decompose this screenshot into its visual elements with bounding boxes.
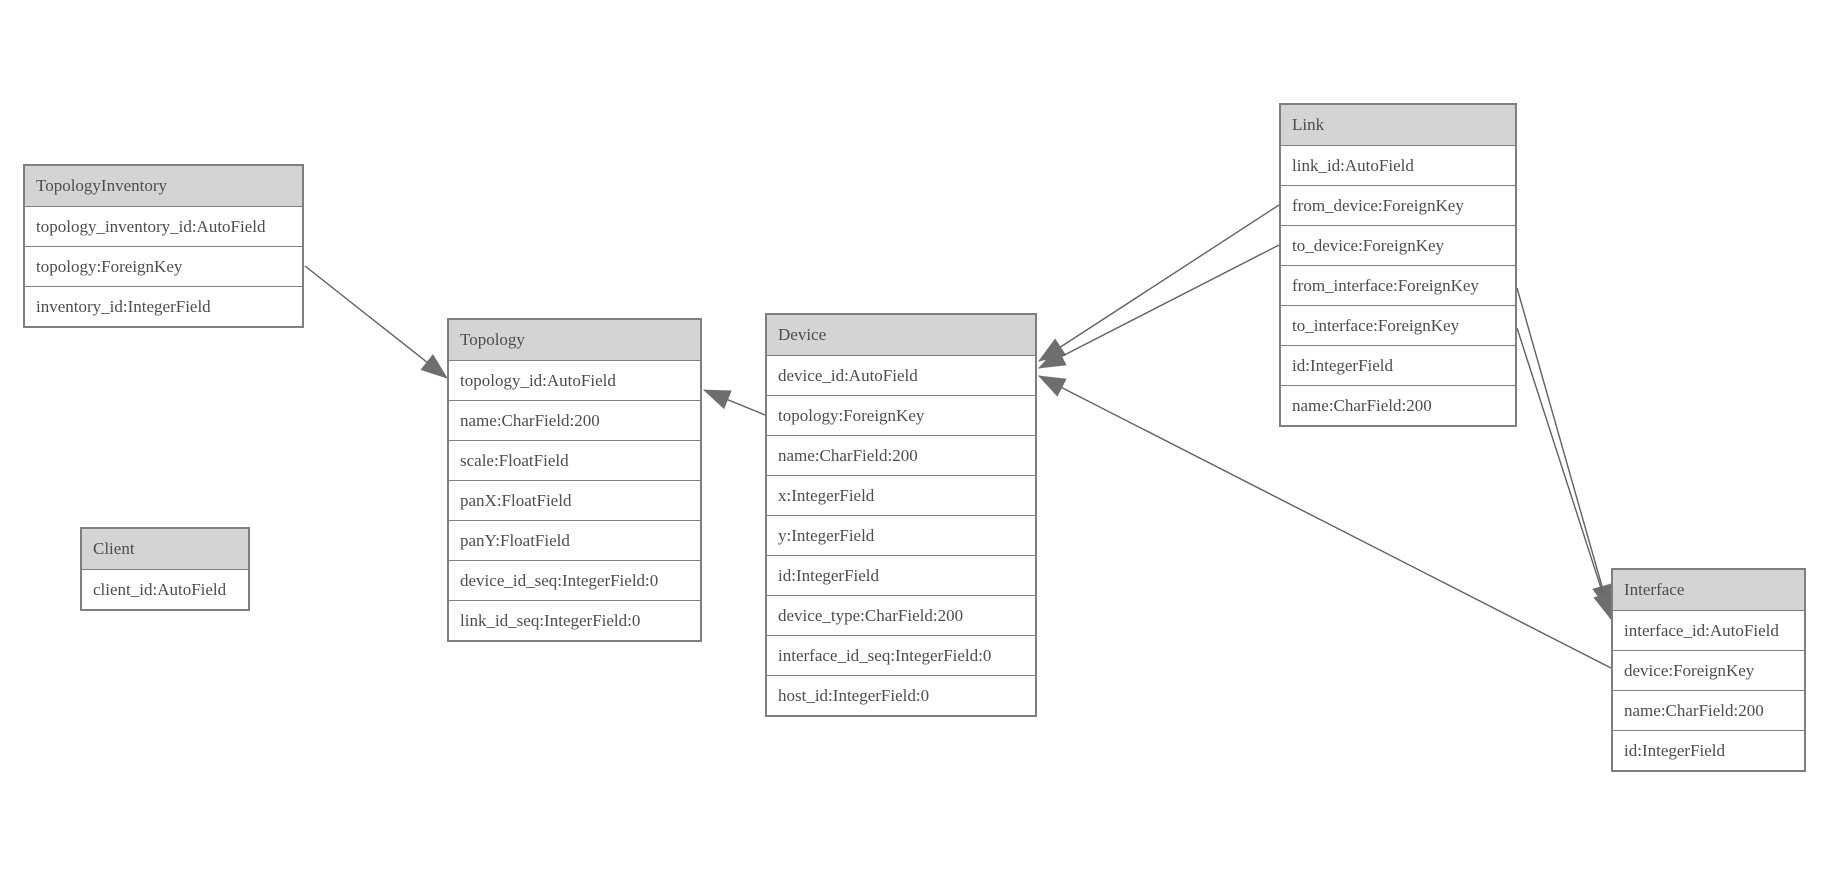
field-row: device_id:AutoField: [767, 355, 1035, 395]
field-row: device_type:CharField:200: [767, 595, 1035, 635]
field-row: name:CharField:200: [767, 435, 1035, 475]
field-row: inventory_id:IntegerField: [25, 286, 302, 326]
field-row: link_id:AutoField: [1281, 145, 1515, 185]
edge-device-topology: [702, 389, 766, 416]
entity-title-topology: Topology: [449, 320, 700, 360]
field-row: device_id_seq:IntegerField:0: [449, 560, 700, 600]
field-row: client_id:AutoField: [82, 569, 248, 609]
field-row: panY:FloatField: [449, 520, 700, 560]
field-row: to_interface:ForeignKey: [1281, 305, 1515, 345]
edge-link-tointerface-interface: [1516, 327, 1613, 621]
edge-interface-device: [1037, 375, 1612, 669]
entity-table-topology: Topology topology_id:AutoField name:Char…: [447, 318, 702, 642]
field-row: device:ForeignKey: [1613, 650, 1804, 690]
edge-link-fromdevice-device: [1038, 204, 1280, 362]
field-row: name:CharField:200: [1613, 690, 1804, 730]
entity-table-topologyinventory: TopologyInventory topology_inventory_id:…: [23, 164, 304, 328]
entity-title-interface: Interface: [1613, 570, 1804, 610]
field-row: name:CharField:200: [449, 400, 700, 440]
field-row: id:IntegerField: [1613, 730, 1804, 770]
field-row: from_device:ForeignKey: [1281, 185, 1515, 225]
field-row: from_interface:ForeignKey: [1281, 265, 1515, 305]
entity-table-client: Client client_id:AutoField: [80, 527, 250, 611]
field-row: y:IntegerField: [767, 515, 1035, 555]
field-row: interface_id:AutoField: [1613, 610, 1804, 650]
edge-topologyinventory-topology: [304, 265, 448, 379]
field-row: topology:ForeignKey: [25, 246, 302, 286]
edge-link-frominterface-interface: [1516, 287, 1612, 613]
field-row: scale:FloatField: [449, 440, 700, 480]
entity-table-link: Link link_id:AutoField from_device:Forei…: [1279, 103, 1517, 427]
field-row: link_id_seq:IntegerField:0: [449, 600, 700, 640]
entity-table-device: Device device_id:AutoField topology:Fore…: [765, 313, 1037, 717]
entity-table-interface: Interface interface_id:AutoField device:…: [1611, 568, 1806, 772]
field-row: topology_id:AutoField: [449, 360, 700, 400]
field-row: id:IntegerField: [1281, 345, 1515, 385]
entity-title-topologyinventory: TopologyInventory: [25, 166, 302, 206]
field-row: x:IntegerField: [767, 475, 1035, 515]
field-row: to_device:ForeignKey: [1281, 225, 1515, 265]
field-row: name:CharField:200: [1281, 385, 1515, 425]
entity-title-client: Client: [82, 529, 248, 569]
entity-title-device: Device: [767, 315, 1035, 355]
field-row: panX:FloatField: [449, 480, 700, 520]
field-row: topology:ForeignKey: [767, 395, 1035, 435]
field-row: id:IntegerField: [767, 555, 1035, 595]
edge-link-todevice-device: [1037, 244, 1280, 369]
field-row: interface_id_seq:IntegerField:0: [767, 635, 1035, 675]
field-row: host_id:IntegerField:0: [767, 675, 1035, 715]
field-row: topology_inventory_id:AutoField: [25, 206, 302, 246]
entity-title-link: Link: [1281, 105, 1515, 145]
